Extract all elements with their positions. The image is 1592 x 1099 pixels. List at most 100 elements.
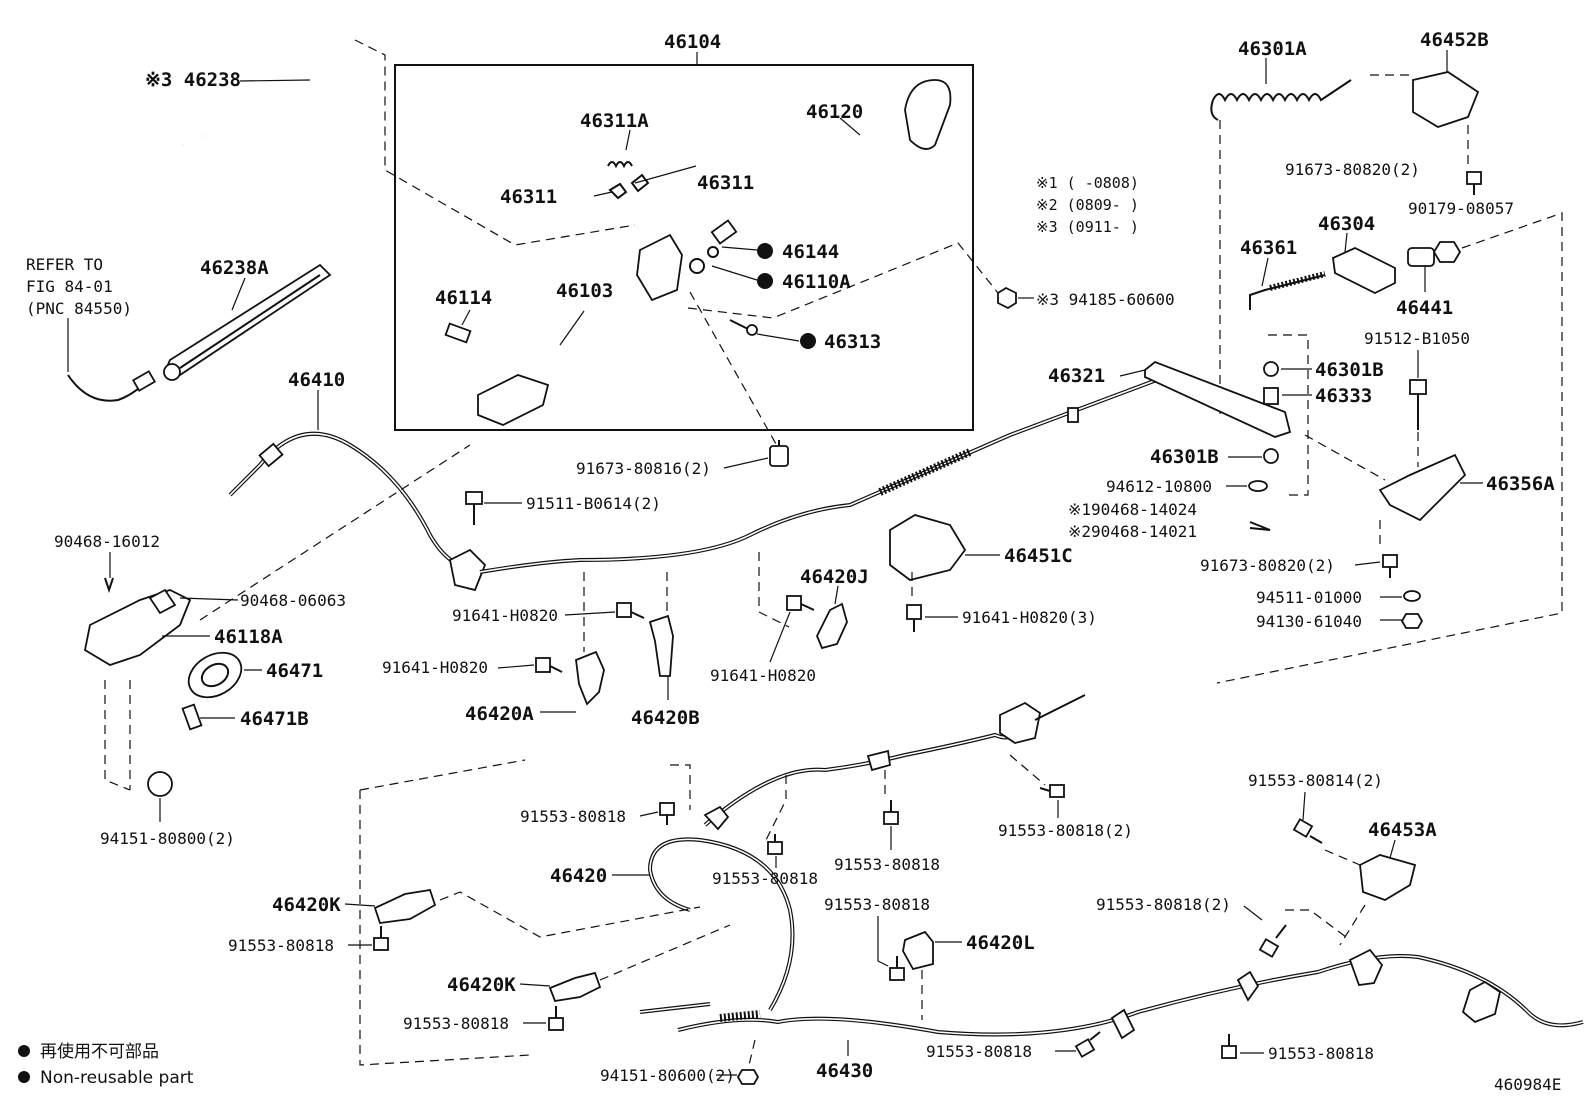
part-91641-bolt-a[interactable]: [616, 602, 645, 619]
part-91673-80820-bolt-a[interactable]: [1466, 171, 1482, 195]
label-46118A[interactable]: 46118A: [214, 626, 283, 648]
label-91553-80818-f[interactable]: 91553-80818: [403, 1014, 509, 1033]
label-91553-80818-g[interactable]: 91553-80818: [926, 1042, 1032, 1061]
part-91553-80814-bolt[interactable]: [1292, 818, 1323, 844]
label-91512[interactable]: 91512-B1050: [1364, 329, 1470, 348]
part-46420J-clip[interactable]: [816, 602, 848, 650]
part-94130-nut[interactable]: [1400, 613, 1424, 629]
part-91553-80818-bolt-2b[interactable]: [1258, 924, 1287, 958]
part-46451C-bracket[interactable]: [889, 514, 967, 581]
part-94511-washer[interactable]: [1403, 590, 1421, 602]
part-91553-80818-bolt-c[interactable]: [883, 800, 899, 825]
part-46301A-spring[interactable]: [1210, 79, 1352, 121]
part-46356A-bracket[interactable]: [1378, 453, 1467, 522]
label-46120[interactable]: 46120: [806, 101, 863, 123]
part-46333-collar[interactable]: [1263, 387, 1279, 405]
label-46453A[interactable]: 46453A: [1368, 819, 1437, 841]
label-91641-3[interactable]: 91641-H0820(3): [962, 608, 1097, 627]
part-rear-cable-run[interactable]: [479, 373, 1171, 574]
label-46420K-a[interactable]: 46420K: [272, 894, 341, 916]
label-90468-16012[interactable]: 90468-16012: [54, 532, 160, 551]
label-46301B-b[interactable]: 46301B: [1150, 446, 1219, 468]
part-46410-cable[interactable]: [228, 431, 487, 592]
part-46453A-bracket[interactable]: [1359, 854, 1417, 901]
label-46420J[interactable]: 46420J: [800, 566, 869, 588]
part-91673-80816-bolt[interactable]: [769, 440, 789, 467]
part-91641-bolt-b[interactable]: [535, 657, 563, 673]
part-46471B-pin[interactable]: [181, 703, 203, 731]
label-91641-c[interactable]: 91641-H0820: [710, 666, 816, 685]
label-90179[interactable]: 90179-08057: [1408, 199, 1514, 218]
label-46304[interactable]: 46304: [1318, 213, 1375, 235]
label-46410[interactable]: 46410: [288, 369, 345, 391]
label-91641-a[interactable]: 91641-H0820: [452, 606, 558, 625]
label-91511[interactable]: 91511-B0614(2): [526, 494, 661, 513]
label-46452B[interactable]: 46452B: [1420, 29, 1489, 51]
label-46471B[interactable]: 46471B: [240, 708, 309, 730]
part-90179-nut[interactable]: [1432, 241, 1462, 263]
label-46471[interactable]: 46471: [266, 660, 323, 682]
part-46118A-bracket[interactable]: [83, 588, 192, 666]
label-46311-right[interactable]: 46311: [697, 172, 754, 194]
label-91553-80818-e[interactable]: 91553-80818: [824, 895, 930, 914]
label-46238A[interactable]: 46238A: [200, 257, 269, 279]
label-91553-80818-d[interactable]: 91553-80818: [228, 936, 334, 955]
part-46420K-clip-a[interactable]: [373, 888, 437, 924]
label-94185[interactable]: ※3 94185-60600: [1036, 290, 1175, 309]
label-91553-80818-b[interactable]: 91553-80818: [712, 869, 818, 888]
label-46430[interactable]: 46430: [816, 1060, 873, 1082]
part-46420-cable[interactable]: [647, 694, 1086, 1012]
label-91673-80816[interactable]: 91673-80816(2): [576, 459, 711, 478]
label-94130[interactable]: 94130-61040: [1256, 612, 1362, 631]
label-46420B[interactable]: 46420B: [631, 707, 700, 729]
part-91553-80818-bolt-b[interactable]: [767, 834, 783, 855]
part-46238A-cover[interactable]: [131, 263, 332, 392]
label-91553-80818-2a[interactable]: 91553-80818(2): [998, 821, 1133, 840]
part-91553-80818-bolt-d[interactable]: [373, 926, 389, 951]
part-91553-80818-bolt-a[interactable]: [659, 802, 675, 825]
part-46420K-clip-b[interactable]: [548, 971, 602, 1003]
label-46420L[interactable]: 46420L: [966, 932, 1035, 954]
label-46311A[interactable]: 46311A: [580, 110, 649, 132]
label-46420[interactable]: 46420: [550, 865, 607, 887]
label-46420K-b[interactable]: 46420K: [447, 974, 516, 996]
label-91673-80820-b[interactable]: 91673-80820(2): [1200, 556, 1335, 575]
label-46103[interactable]: 46103: [556, 280, 613, 302]
label-46420A[interactable]: 46420A: [465, 703, 534, 725]
part-91641-bolt-c[interactable]: [786, 595, 815, 611]
label-46333[interactable]: 46333: [1315, 385, 1372, 407]
part-46301B-washer-b[interactable]: [1263, 448, 1279, 464]
label-46311-left[interactable]: 46311: [500, 186, 557, 208]
part-46103-bracket[interactable]: [444, 233, 758, 426]
part-94151-80800-nut[interactable]: [147, 771, 173, 797]
label-46114[interactable]: 46114: [435, 287, 492, 309]
part-91553-80818-bolt-e[interactable]: [889, 956, 905, 981]
label-90468-14024[interactable]: ※190468-14024: [1068, 500, 1197, 519]
label-94151-80600[interactable]: 94151-80600(2): [600, 1066, 735, 1085]
label-94511[interactable]: 94511-01000: [1256, 588, 1362, 607]
part-90468-pin[interactable]: [1249, 521, 1271, 531]
part-46301B-washer-a[interactable]: [1263, 361, 1279, 377]
part-91553-80818-bolt-g[interactable]: [1074, 1031, 1101, 1058]
part-46311-springs[interactable]: [607, 161, 650, 200]
part-46441-bushing[interactable]: [1407, 247, 1435, 267]
label-90468-14021[interactable]: ※290468-14021: [1068, 522, 1197, 541]
label-46313[interactable]: 46313: [824, 331, 881, 353]
part-94151-80600-nut[interactable]: [736, 1069, 760, 1085]
part-46238-rod[interactable]: [182, 28, 355, 147]
label-91553-80818-c[interactable]: 91553-80818: [834, 855, 940, 874]
label-46110A[interactable]: 46110A: [782, 271, 851, 293]
part-94185-nut[interactable]: [997, 286, 1017, 310]
part-46471-pulley[interactable]: [181, 644, 249, 707]
label-91553-80818-a[interactable]: 91553-80818: [520, 807, 626, 826]
part-91673-80820-bolt-b[interactable]: [1382, 554, 1398, 578]
part-94612-washer[interactable]: [1248, 480, 1268, 492]
label-46301B-a[interactable]: 46301B: [1315, 359, 1384, 381]
part-46321-lever[interactable]: [1144, 360, 1292, 438]
label-91553-80818-2b[interactable]: 91553-80818(2): [1096, 895, 1231, 914]
part-91553-80818-bolt-f[interactable]: [548, 1006, 564, 1031]
label-91553-80818-h[interactable]: 91553-80818: [1268, 1044, 1374, 1063]
label-91641-b[interactable]: 91641-H0820: [382, 658, 488, 677]
label-46356A[interactable]: 46356A: [1486, 473, 1555, 495]
part-46430-cable[interactable]: [639, 948, 1584, 1040]
